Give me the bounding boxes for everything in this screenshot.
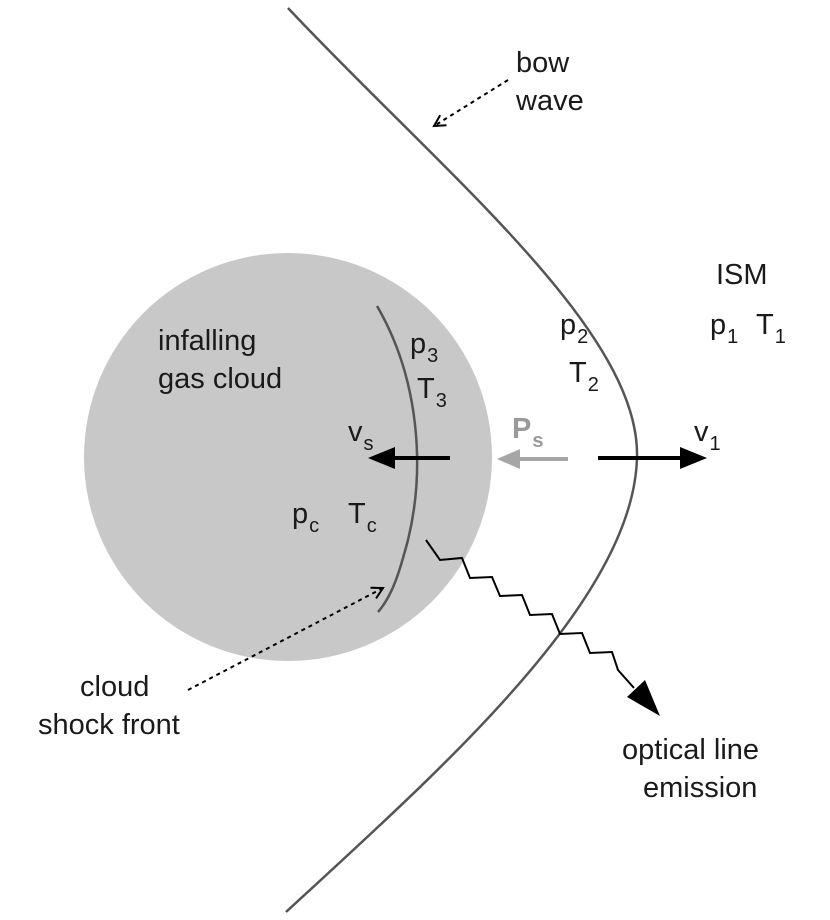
ism-t1: T1 xyxy=(756,309,786,348)
cloud-label-line1: infalling xyxy=(158,325,256,357)
gas-cloud xyxy=(84,253,492,661)
tc-label: Tc xyxy=(348,498,377,537)
cloud-shock-front-curve xyxy=(375,305,419,613)
shock-front-label-line2: shock front xyxy=(38,709,180,741)
cloud-label-line2: gas cloud xyxy=(158,363,282,395)
t3-label: T3 xyxy=(417,373,447,412)
shock-front-label-line1: cloud xyxy=(80,671,149,703)
ps-arrow-head xyxy=(497,449,520,469)
emission-label-line1: optical line xyxy=(622,734,759,766)
emission-label-line2: emission xyxy=(643,772,757,804)
ps-label: Ps xyxy=(512,413,543,452)
vs-label: vs xyxy=(348,416,374,455)
pc-label: pc xyxy=(292,498,319,537)
v1-arrow-head xyxy=(680,447,707,469)
emission-arrow-head xyxy=(627,680,660,716)
ism-label: ISM xyxy=(716,259,768,291)
bow-wave-label-line2: wave xyxy=(515,85,584,117)
emission-wavy-line xyxy=(425,539,635,689)
p3-label: p3 xyxy=(410,328,438,367)
bow-wave-label-line1: bow xyxy=(516,47,570,79)
ism-p1: p1 xyxy=(710,309,738,348)
vs-arrow-head xyxy=(368,447,395,469)
v1-label: v1 xyxy=(694,416,721,455)
p2-label: p2 xyxy=(560,309,588,348)
t2-label: T2 xyxy=(569,357,599,396)
bow-wave-pointer xyxy=(434,79,509,126)
